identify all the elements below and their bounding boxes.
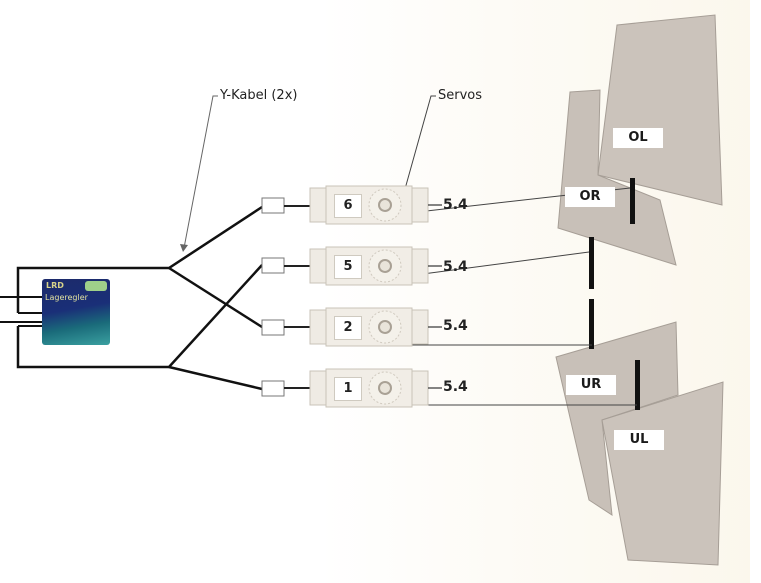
page-edge: [750, 0, 761, 583]
servo-number: 1: [334, 377, 362, 401]
gyro-brand: LRD: [46, 281, 64, 290]
y-cable-lower-branch: [168, 365, 263, 391]
horn-or-lower: [589, 299, 594, 349]
servo-number: 2: [334, 316, 362, 340]
servo-number: 6: [334, 194, 362, 218]
servo-1: 1: [310, 369, 428, 407]
surface-ul: [601, 381, 724, 566]
connector-5: [261, 257, 285, 274]
servo-2: 2: [310, 308, 428, 346]
connector-2: [261, 319, 285, 336]
servo-throw: 5.4: [443, 379, 468, 395]
gyro-unit: LRD Lageregler: [42, 279, 110, 345]
surface-or: [557, 89, 677, 266]
servos-leader: [397, 95, 436, 215]
servo-throw: 5.4: [443, 259, 468, 275]
y-cable-upper-branch: [168, 266, 263, 329]
servo-6: 6: [310, 186, 428, 224]
y-cable-lower: [16, 264, 263, 369]
y-cable-arrow-icon: [180, 244, 188, 252]
y-cable-leader: [183, 95, 218, 249]
surface-label-ul: UL: [614, 430, 664, 450]
gyro-badge-icon: [85, 281, 107, 291]
surface-label-ur: UR: [566, 375, 616, 395]
servos-label: Servos: [438, 88, 483, 103]
servo-5: 5: [310, 247, 428, 285]
servo-throw: 5.4: [443, 318, 468, 334]
horn-or: [589, 237, 594, 289]
surface-ol: [597, 14, 723, 206]
horn-ol: [630, 178, 635, 224]
y-cable-label: Y-Kabel (2x): [220, 88, 298, 103]
surface-label-or: OR: [565, 187, 615, 207]
gyro-name: Lageregler: [45, 293, 88, 302]
y-cable-upper: [16, 205, 263, 313]
servo-number: 5: [334, 255, 362, 279]
surface-label-ol: OL: [613, 128, 663, 148]
connector-1: [261, 380, 285, 397]
servo-throw: 5.4: [443, 197, 468, 213]
horn-ur: [635, 360, 640, 410]
connector-6: [261, 197, 285, 214]
servo-body-2: [309, 307, 442, 347]
pushrod-5: [399, 251, 590, 278]
